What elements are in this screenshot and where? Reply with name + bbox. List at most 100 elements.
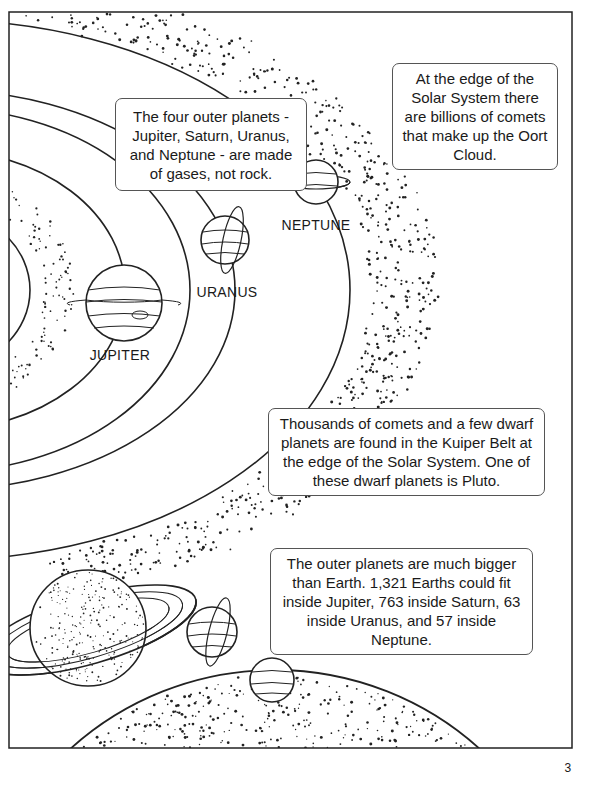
stipple-dot	[135, 555, 137, 557]
stipple-dot	[230, 39, 233, 42]
stipple-dot	[76, 670, 77, 671]
stipple-dot	[297, 723, 300, 726]
stipple-dot	[261, 508, 263, 510]
stipple-dot	[198, 42, 200, 44]
stipple-dot	[40, 241, 41, 242]
asteroid-belt-dots	[9, 191, 74, 388]
stipple-dot	[376, 252, 378, 254]
stipple-dot	[147, 36, 150, 39]
stipple-dot	[391, 380, 393, 382]
stipple-dot	[82, 28, 84, 30]
stipple-dot	[341, 106, 343, 108]
stipple-dot	[371, 355, 374, 358]
stipple-dot	[130, 563, 132, 565]
stipple-dot	[377, 194, 379, 196]
stipple-dot	[141, 742, 143, 744]
stipple-dot	[370, 366, 372, 368]
stipple-dot	[227, 708, 229, 710]
planet-name: URANUS	[197, 284, 258, 300]
stipple-dot	[40, 643, 42, 645]
stipple-dot	[400, 377, 402, 379]
stipple-dot	[149, 568, 151, 570]
stipple-dot	[42, 312, 44, 314]
stipple-dot	[368, 168, 371, 171]
stipple-dot	[335, 148, 337, 150]
stipple-dot	[120, 666, 122, 668]
stipple-dot	[207, 696, 210, 699]
stipple-dot	[52, 600, 53, 601]
stipple-dot	[103, 556, 105, 558]
stipple-dot	[138, 617, 139, 618]
stipple-dot	[55, 287, 57, 289]
stipple-dot	[195, 701, 197, 703]
stipple-dot	[271, 500, 274, 503]
neptune-small	[250, 658, 294, 702]
stipple-dot	[129, 559, 131, 561]
stipple-dot	[341, 166, 343, 168]
stipple-dot	[96, 619, 98, 621]
stipple-dot	[202, 735, 205, 738]
stipple-dot	[351, 739, 353, 741]
stipple-dot	[385, 306, 388, 309]
stipple-dot	[67, 645, 68, 646]
stipple-dot	[406, 726, 408, 728]
stipple-dot	[214, 688, 216, 690]
stipple-dot	[393, 739, 396, 742]
stipple-dot	[385, 223, 388, 226]
stipple-dot	[41, 336, 42, 337]
stipple-dot	[130, 41, 133, 44]
stipple-dot	[50, 627, 52, 629]
stipple-dot	[76, 654, 77, 655]
stipple-dot	[250, 528, 253, 531]
stipple-dot	[316, 681, 319, 684]
stipple-dot	[13, 197, 14, 198]
stipple-dot	[309, 153, 312, 156]
stipple-dot	[194, 49, 197, 52]
stipple-dot	[410, 224, 412, 226]
stipple-dot	[385, 396, 388, 399]
stipple-dot	[192, 723, 195, 726]
stipple-dot	[199, 548, 201, 550]
stipple-dot	[117, 594, 118, 595]
stipple-dot	[58, 591, 59, 592]
stipple-dot	[380, 391, 382, 393]
stipple-dot	[366, 258, 368, 260]
stipple-dot	[365, 370, 368, 373]
stipple-dot	[259, 727, 261, 729]
stipple-dot	[183, 746, 184, 747]
stipple-dot	[371, 313, 373, 315]
stipple-dot	[10, 382, 12, 384]
stipple-dot	[378, 358, 380, 360]
stipple-dot	[386, 172, 389, 175]
stipple-dot	[335, 151, 338, 154]
stipple-dot	[126, 593, 127, 594]
stipple-dot	[111, 648, 112, 649]
stipple-dot	[211, 732, 212, 733]
stipple-dot	[101, 645, 102, 646]
stipple-dot	[231, 508, 233, 510]
stipple-dot	[299, 704, 300, 705]
fact-box: The outer planets are much bigger than E…	[270, 548, 533, 655]
stipple-dot	[154, 721, 156, 723]
stipple-dot	[427, 718, 430, 721]
stipple-dot	[247, 483, 249, 485]
stipple-dot	[378, 357, 381, 360]
stipple-dot	[73, 637, 74, 638]
stipple-dot	[71, 17, 73, 19]
stipple-dot	[377, 693, 378, 694]
stipple-dot	[389, 352, 392, 355]
stipple-dot	[72, 293, 74, 295]
stipple-dot	[43, 332, 45, 334]
stipple-dot	[352, 386, 354, 388]
stipple-dot	[135, 39, 138, 42]
stipple-dot	[363, 181, 366, 184]
stipple-dot	[253, 73, 256, 76]
stipple-dot	[159, 562, 161, 564]
stipple-dot	[99, 596, 100, 597]
stipple-dot	[104, 588, 106, 590]
stipple-dot	[386, 228, 389, 231]
stipple-dot	[264, 704, 265, 705]
stipple-dot	[422, 296, 425, 299]
stipple-dot	[200, 528, 202, 530]
stipple-dot	[162, 47, 165, 50]
